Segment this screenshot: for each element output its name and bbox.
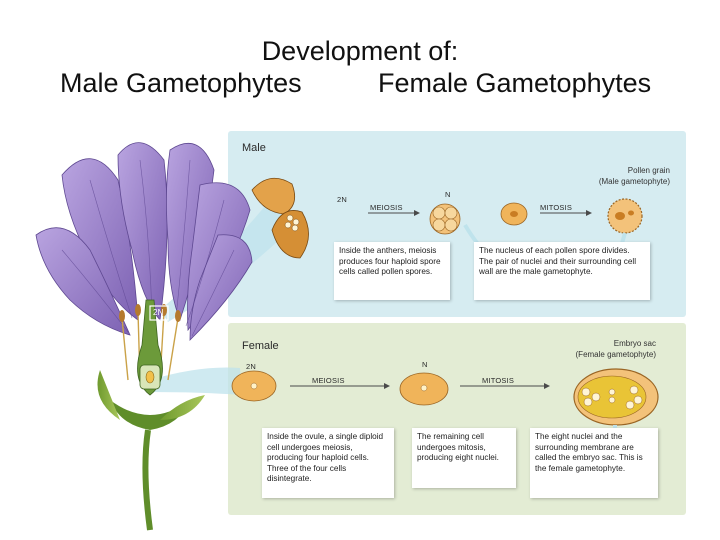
female-caption-1: Inside the ovule, a single diploid cell … — [262, 428, 394, 498]
male-subtitle: Male Gametophytes — [60, 68, 302, 98]
male-caption-1: Inside the anthers, meiosis produces fou… — [334, 242, 450, 300]
male-meiosis-label: MEIOSIS — [370, 203, 403, 212]
male-n-label: N — [445, 190, 451, 199]
female-label: Female — [242, 340, 279, 352]
female-caption-2: The remaining cell undergoes mitosis, pr… — [412, 428, 516, 488]
female-result-title: Embryo sac — [613, 339, 656, 348]
female-n-label: N — [422, 360, 428, 369]
female-result-subtitle: (Female gametophyte) — [575, 350, 656, 359]
female-meiosis-label: MEIOSIS — [312, 376, 345, 385]
male-result-title: Pollen grain — [627, 166, 670, 175]
female-2n-label: 2N — [246, 362, 256, 371]
male-caption-2: The nucleus of each pollen spore divides… — [474, 242, 650, 300]
male-2n-label: 2N — [337, 195, 347, 204]
page-title: Development of: — [261, 36, 459, 66]
female-caption-3: The eight nuclei and the surrounding mem… — [530, 428, 658, 498]
male-mitosis-label: MITOSIS — [540, 203, 573, 212]
male-label: Male — [242, 142, 266, 154]
flower-2n-label: 2N — [153, 308, 164, 317]
female-mitosis-label: MITOSIS — [482, 376, 515, 385]
male-result-subtitle: (Male gametophyte) — [598, 177, 670, 186]
female-subtitle: Female Gametophytes — [378, 68, 652, 98]
